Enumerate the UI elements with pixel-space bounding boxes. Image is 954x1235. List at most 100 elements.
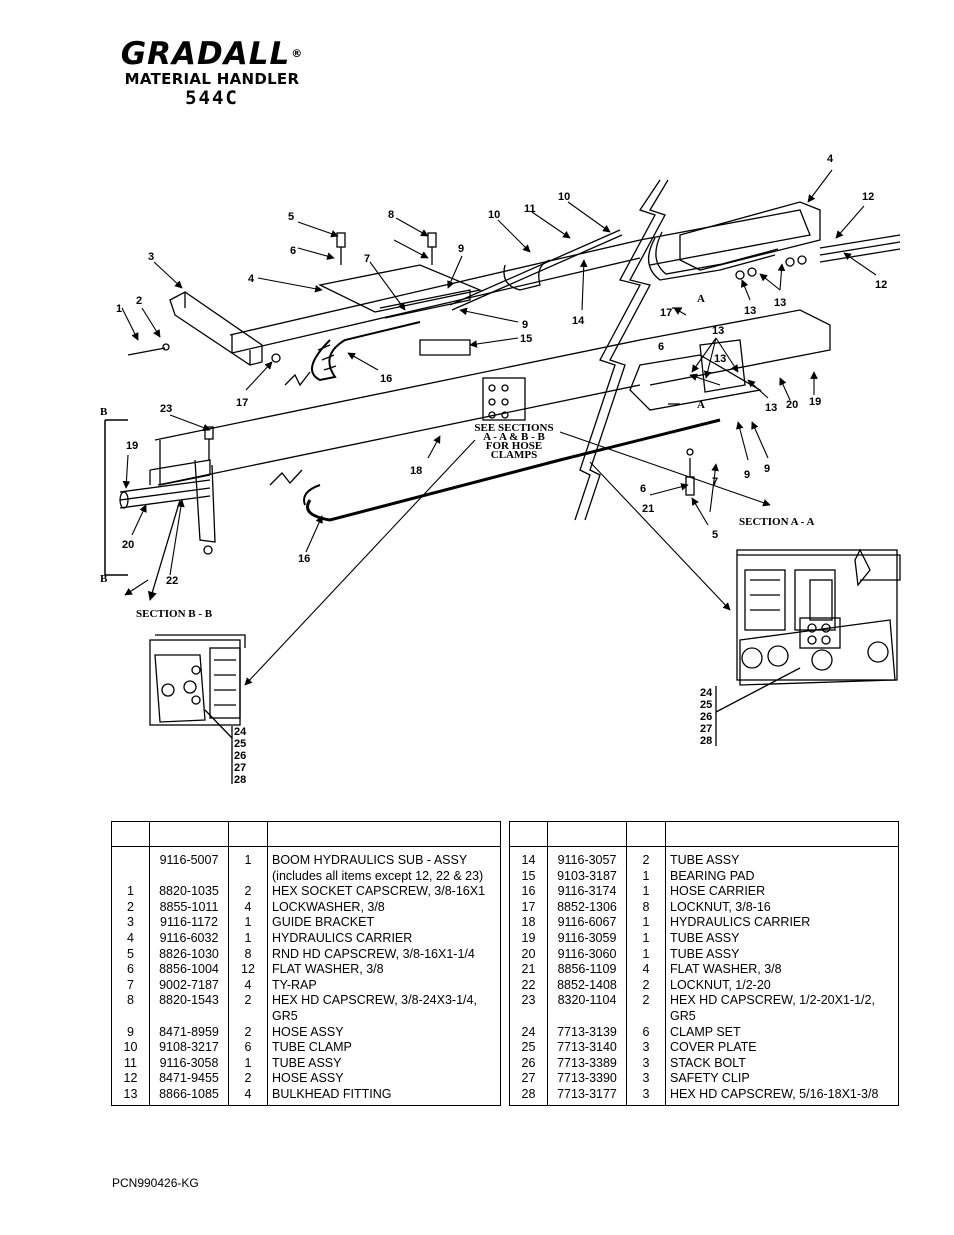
callout-13c: 13	[712, 325, 724, 337]
table-row: GR5	[111, 1008, 501, 1025]
item-number: 26	[509, 1055, 548, 1072]
part-number: 8471-8959	[149, 1024, 229, 1041]
header-qty	[626, 821, 666, 847]
callout-9c: 9	[744, 469, 750, 481]
callout-5b: 5	[712, 529, 718, 541]
description: TUBE ASSY	[665, 846, 899, 869]
bb-item-27: 27	[234, 762, 246, 774]
model-number: 544C	[185, 87, 239, 109]
callout-18: 18	[410, 465, 422, 477]
callout-20b: 20	[786, 399, 798, 411]
description: TUBE ASSY	[665, 930, 899, 947]
part-number: 9116-3057	[547, 846, 627, 869]
item-number: 24	[509, 1024, 548, 1041]
description: HEX SOCKET CAPSCREW, 3/8-16X1	[267, 884, 501, 900]
part-number: 7713-3140	[547, 1040, 627, 1056]
callout-14: 14	[572, 315, 585, 327]
description: BEARING PAD	[665, 868, 899, 885]
item-number: 18	[509, 915, 548, 931]
description: RND HD CAPSCREW, 3/8-16X1-1/4	[267, 946, 501, 963]
description: GR5	[665, 1008, 899, 1025]
section-markers: B B A A	[100, 293, 705, 585]
bb-item-28: 28	[234, 774, 246, 786]
description: BOOM HYDRAULICS SUB - ASSY	[267, 846, 501, 869]
callout-19: 19	[126, 440, 138, 452]
see-sections-note: SEE SECTIONS A - A & B - B FOR HOSE CLAM…	[474, 422, 553, 461]
brand-name: GRADALL®	[120, 36, 304, 72]
quantity: 3	[626, 1040, 666, 1056]
description: HOSE ASSY	[267, 1024, 501, 1041]
description: GR5	[267, 1008, 501, 1025]
part-number: 9116-6032	[149, 930, 229, 947]
part-number: 7713-3177	[547, 1086, 627, 1105]
quantity: 1	[626, 915, 666, 931]
item-number: 12	[111, 1071, 150, 1087]
document-code: PCN990426-KG	[112, 1176, 199, 1190]
part-number: 8856-1004	[149, 962, 229, 978]
item-number: 27	[509, 1071, 548, 1087]
description: TUBE CLAMP	[267, 1040, 501, 1056]
section-marker-b-bottom: B	[100, 573, 108, 585]
part-number: 8320-1104	[547, 993, 627, 1009]
bb-item-25: 25	[234, 738, 246, 750]
callout-6b: 6	[658, 341, 664, 353]
parts-table-header	[509, 821, 899, 847]
quantity: 2	[626, 993, 666, 1009]
quantity	[228, 868, 268, 885]
quantity: 6	[626, 1024, 666, 1041]
note-line-3: FOR HOSE	[486, 440, 543, 452]
section-bb-items: 24 25 26 27 28	[234, 726, 247, 786]
description: HEX HD CAPSCREW, 5/16-18X1-3/8	[665, 1086, 899, 1105]
part-number: 8820-1543	[149, 993, 229, 1009]
callout-8: 8	[388, 209, 394, 221]
section-aa-title: SECTION A - A	[739, 516, 815, 528]
quantity: 3	[626, 1055, 666, 1072]
item-number	[111, 1008, 150, 1025]
registered-mark: ®	[291, 47, 304, 60]
quantity: 1	[228, 915, 268, 931]
callout-4: 4	[248, 273, 255, 285]
section-marker-a-bottom: A	[697, 399, 705, 411]
part-number: 8852-1408	[547, 977, 627, 994]
callout-2: 2	[136, 295, 142, 307]
description: LOCKNUT, 1/2-20	[665, 977, 899, 994]
description: LOCKNUT, 3/8-16	[665, 899, 899, 916]
quantity: 1	[228, 930, 268, 947]
section-marker-a-top: A	[697, 293, 705, 305]
item-number: 8	[111, 993, 150, 1009]
quantity: 1	[626, 868, 666, 885]
quantity: 4	[228, 977, 268, 994]
item-number: 21	[509, 962, 548, 978]
description: (includes all items except 12, 22 & 23)	[267, 868, 501, 885]
part-number: 8852-1306	[547, 899, 627, 916]
header-part-number	[547, 821, 627, 847]
part-number: 9116-3059	[547, 930, 627, 947]
description: BULKHEAD FITTING	[267, 1086, 501, 1105]
callout-1: 1	[116, 303, 122, 315]
callout-15: 15	[520, 333, 532, 345]
description: TUBE ASSY	[267, 1055, 501, 1072]
part-number: 8820-1035	[149, 884, 229, 900]
parts-table-header	[111, 821, 501, 847]
part-number: 9116-3058	[149, 1055, 229, 1072]
table-row: GR5	[509, 1008, 899, 1025]
item-number: 6	[111, 962, 150, 978]
header-description	[267, 821, 501, 847]
item-number: 19	[509, 930, 548, 947]
quantity: 4	[626, 962, 666, 978]
description: STACK BOLT	[665, 1055, 899, 1072]
quantity: 1	[626, 884, 666, 900]
